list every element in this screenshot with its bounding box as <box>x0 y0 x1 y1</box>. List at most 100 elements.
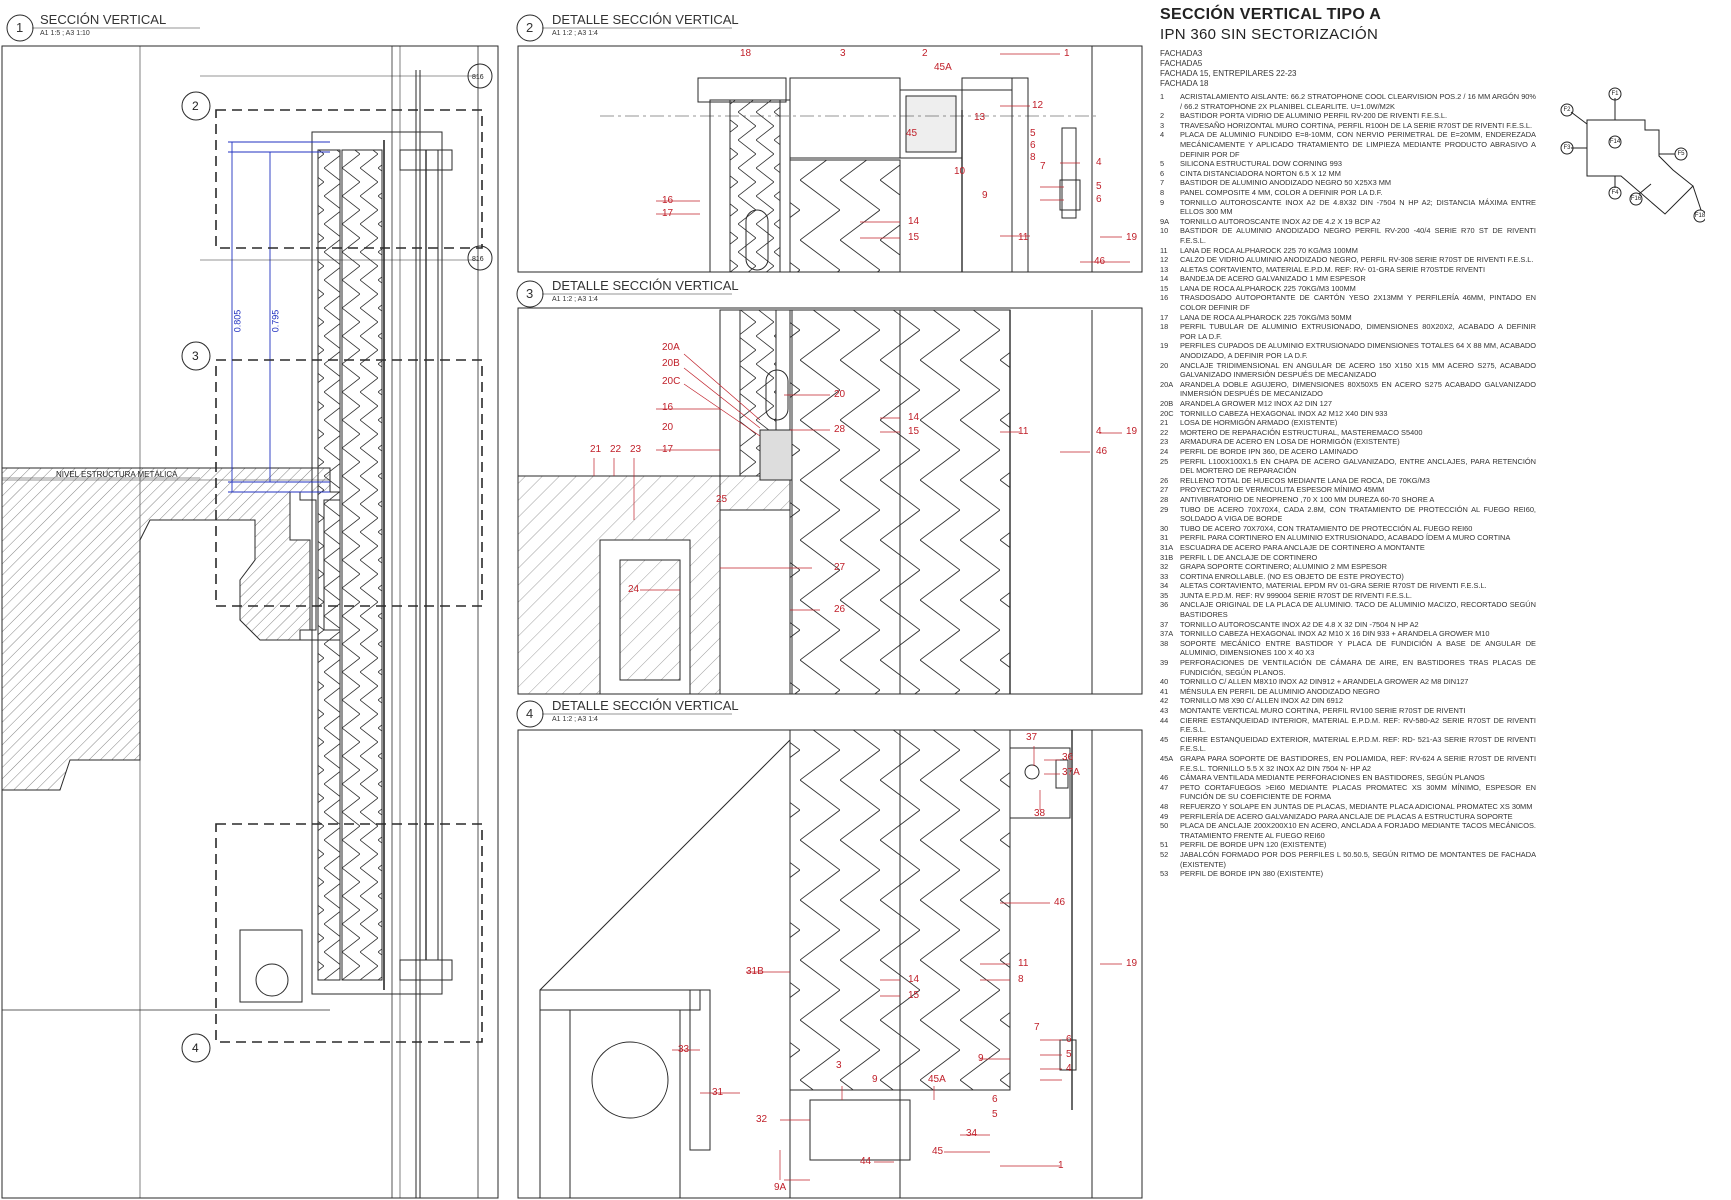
legend-item-text: TUBO DE ACERO 70X70X4, CADA 2.8m, CON TR… <box>1180 504 1536 524</box>
detail-2-mark: 7 <box>1040 161 1046 172</box>
panel-2-title: DETALLE SECCIÓN VERTICAL <box>552 12 739 27</box>
detail-4-mark: 8 <box>1018 974 1024 985</box>
legend-item-number: 49 <box>1160 811 1169 821</box>
legend-item-number: 20B <box>1160 399 1174 408</box>
detail-3-mark: 20 <box>662 422 674 433</box>
detail-2-mark: 6 <box>1096 194 1102 205</box>
legend-item-number: 12 <box>1160 255 1169 265</box>
detail-3-mark: 25 <box>716 494 728 505</box>
detail-3-mark: 15 <box>908 426 920 437</box>
legend-item-text: JABALCÓN FORMADO POR DOS PERFILES L 50.5… <box>1180 849 1536 869</box>
detail-4-mark: 37 <box>1026 732 1038 743</box>
detail-4-mark: 9A <box>774 1182 787 1193</box>
detail-2-mark: 17 <box>662 208 674 219</box>
legend-item-number: 31B <box>1160 552 1174 562</box>
key-plan: F1 F2 F3 F14 F5 F4 F16 F18 <box>1555 80 1707 230</box>
detail-4-mark: 19 <box>1126 958 1138 969</box>
detail-3-mark: 27 <box>834 562 846 573</box>
legend-item-text: PLACA DE ALUMINIO FUNDIDO E=8-10MM, CON … <box>1180 130 1536 159</box>
detail-4-mark: 11 <box>1018 958 1029 969</box>
legend-item-text: TORNILLO CABEZA HEXAGONAL INOX A2 M10 x … <box>1180 629 1490 639</box>
legend-item-text: BANDEJA DE ACERO GALVANIZADO 1 MM ESPESO… <box>1180 274 1366 284</box>
detail-3-mark: 4 <box>1096 426 1102 437</box>
detail-2-mark: 9 <box>982 190 988 201</box>
legend-item-number: 3 <box>1160 120 1165 130</box>
panel-4-scale: A1 1:2 ; A3 1:4 <box>552 716 598 723</box>
legend-item-text: MONTANTE VERTICAL MURO CORTINA, PERFIL R… <box>1180 706 1466 715</box>
detail-2-mark: 15 <box>908 232 920 243</box>
panel-3-scale: A1 1:2 ; A3 1:4 <box>552 296 598 303</box>
detail-4-mark: 1 <box>1058 1160 1064 1171</box>
detail-2-mark: 6 <box>1030 140 1036 151</box>
detail-4-drawing <box>517 729 1143 1199</box>
detail-4-mark: 31B <box>746 966 764 977</box>
legend-item-number: 37 <box>1160 619 1169 629</box>
legend-item-number: 51 <box>1160 840 1169 850</box>
legend-subtitle: IPN 360 SIN SECTORIZACIÓN <box>1160 26 1379 43</box>
detail-3-mark: 46 <box>1096 446 1108 457</box>
legend-item-number: 36 <box>1160 600 1169 610</box>
legend-item-number: 14 <box>1160 274 1169 284</box>
detail-3-mark: 20A <box>662 342 680 353</box>
section-1-callout-4: 4 <box>192 1041 199 1055</box>
detail-3-mark: 20C <box>662 376 681 387</box>
legend-item-text: PERFILERÍA DE ACERO GALVANIZADO PARA ANC… <box>1180 811 1513 821</box>
legend-item: 37 TORNILLO AUTOROSCANTE INOX A2 DE 4.8 x… <box>1160 620 1536 630</box>
legend-item: 3 TRAVESAÑO HORIZONTAL MURO CORTINA, PERF… <box>1160 121 1536 131</box>
legend-item-number: 48 <box>1160 801 1169 811</box>
detail-3-mark: 22 <box>610 444 622 455</box>
detail-2-mark: 5 <box>1096 181 1102 192</box>
legend-item: 20B ARANDELA GROWER M12 INOX A2 DIN 127 <box>1160 399 1536 409</box>
legend-item-text: PERFIL L DE ANCLAJE DE CORTINERO <box>1180 552 1318 562</box>
detail-2-mark: 4 <box>1096 157 1102 168</box>
legend-item-text: MÉNSULA EN PERFIL DE ALUMINIO ANODIZADO … <box>1180 686 1380 696</box>
legend-item-text: PERFIL PARA CORTINERO EN ALUMINIO EXTRUS… <box>1180 533 1511 543</box>
legend-item-number: 8 <box>1160 187 1165 197</box>
key-plan-label: F1 <box>1611 91 1619 97</box>
detail-2-mark: 45 <box>906 128 918 139</box>
legend-item-text: LOSA DE HORMIGÓN ARMADO (EXISTENTE) <box>1180 418 1338 428</box>
legend-item-text: PLACA DE ANCLAJE 200X200X10 EN ACERO, AN… <box>1180 821 1536 840</box>
detail-2-mark: 1 <box>1064 48 1070 59</box>
detail-4-mark: 34 <box>966 1128 978 1139</box>
key-plan-label: F16 <box>1630 196 1642 202</box>
legend-item-number: 4 <box>1160 130 1165 140</box>
legend-item-text: ARANDELA GROWER M12 INOX A2 DIN 127 <box>1180 399 1332 408</box>
legend-item-number: 10 <box>1160 226 1169 236</box>
section-1-ref-tag-mid: 816 <box>472 256 484 263</box>
detail-4-mark: 3 <box>836 1060 842 1071</box>
detail-3-mark: 28 <box>834 424 846 435</box>
facade-line: FACHADA 15, ENTREPILARES 22-23 <box>1160 69 1297 78</box>
legend-item-number: 20 <box>1160 360 1169 370</box>
detail-2-mark: 19 <box>1126 232 1138 243</box>
legend-item-text: TUBO DE ACERO 70X70X4, CON TRATAMIENTO D… <box>1180 523 1473 533</box>
detail-4-mark: 9 <box>978 1053 984 1064</box>
key-plan-label: F18 <box>1694 213 1706 219</box>
facade-line: FACHADA3 <box>1160 49 1203 58</box>
key-plan-label: F5 <box>1677 151 1685 157</box>
legend-item-text: TRAVESAÑO HORIZONTAL MURO CORTINA, PERFI… <box>1180 120 1533 130</box>
legend-item-text: PETO CORTAFUEGOS >EI60 MEDIANTE PLACAS P… <box>1180 782 1536 802</box>
detail-4-mark: 7 <box>1034 1022 1040 1033</box>
legend-item-number: 20A <box>1160 379 1174 389</box>
detail-4-mark: 45A <box>928 1074 946 1085</box>
legend-item-text: TORNILLO AUTOROSCANTE INOX A2 de 4.2 x 1… <box>1180 216 1381 226</box>
legend-item-number: 18 <box>1160 322 1169 332</box>
legend-item-text: TORNILLO AUTOROSCANTE INOX A2 DE 4.8 x 3… <box>1180 619 1419 629</box>
legend-item-text: CÁMARA VENTILADA MEDIANTE PERFORACIONES … <box>1180 773 1485 783</box>
